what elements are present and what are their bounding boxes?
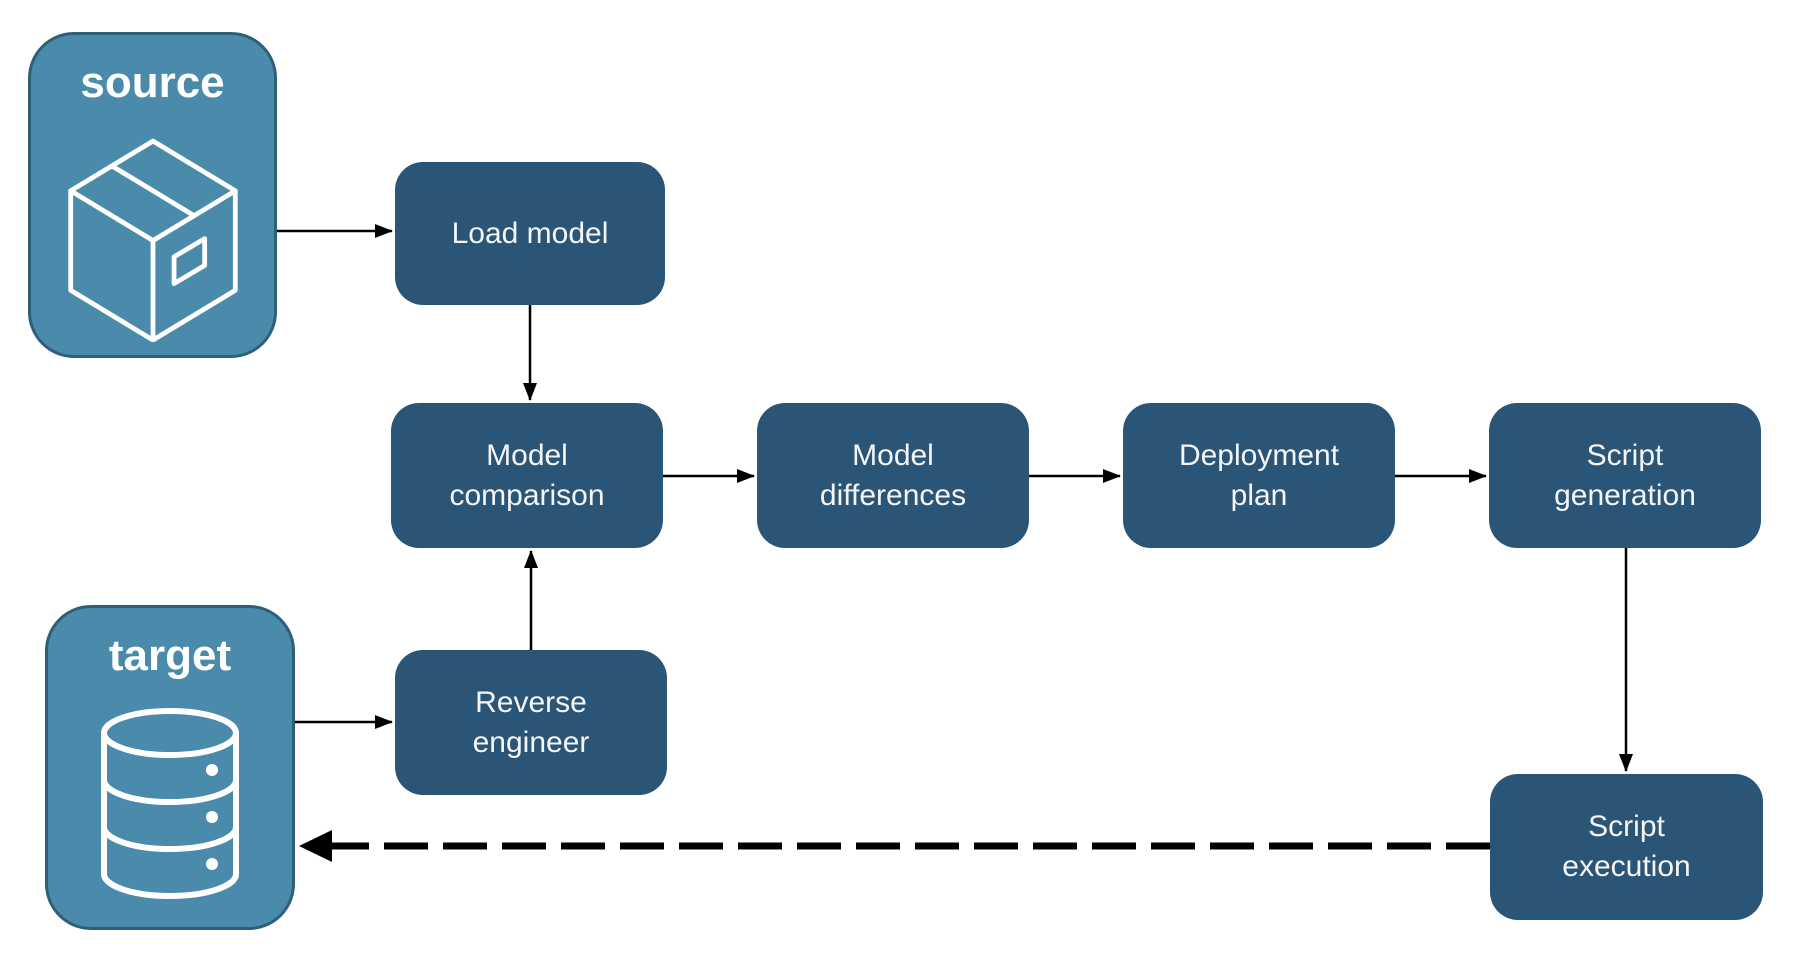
package-icon	[31, 107, 274, 355]
target-label: target	[108, 631, 232, 680]
node-label: Script execution	[1562, 810, 1691, 883]
node-label: Reverse engineer	[472, 685, 590, 759]
node-label: Deployment plan	[1178, 438, 1340, 512]
node-label: Load model	[451, 216, 609, 250]
node-reverse-engineer: Reverse engineer	[395, 650, 667, 795]
node-model-differences: Model differences	[757, 403, 1029, 548]
node-deployment-plan: Deployment plan	[1123, 403, 1395, 548]
node-label: Model differences	[819, 438, 967, 512]
source-endpoint: source	[28, 32, 277, 358]
node-script-generation: Script generation	[1489, 403, 1761, 548]
target-endpoint: target	[45, 605, 295, 930]
node-label: Script generation	[1554, 438, 1696, 512]
node-model-comparison: Model comparison	[391, 403, 663, 548]
database-icon	[48, 680, 292, 927]
node-script-execution: Script execution	[1490, 774, 1763, 920]
dashed-arrowhead	[299, 830, 332, 862]
node-load-model: Load model	[395, 162, 665, 305]
source-label: source	[80, 58, 225, 107]
node-label: Model comparison	[449, 438, 605, 512]
